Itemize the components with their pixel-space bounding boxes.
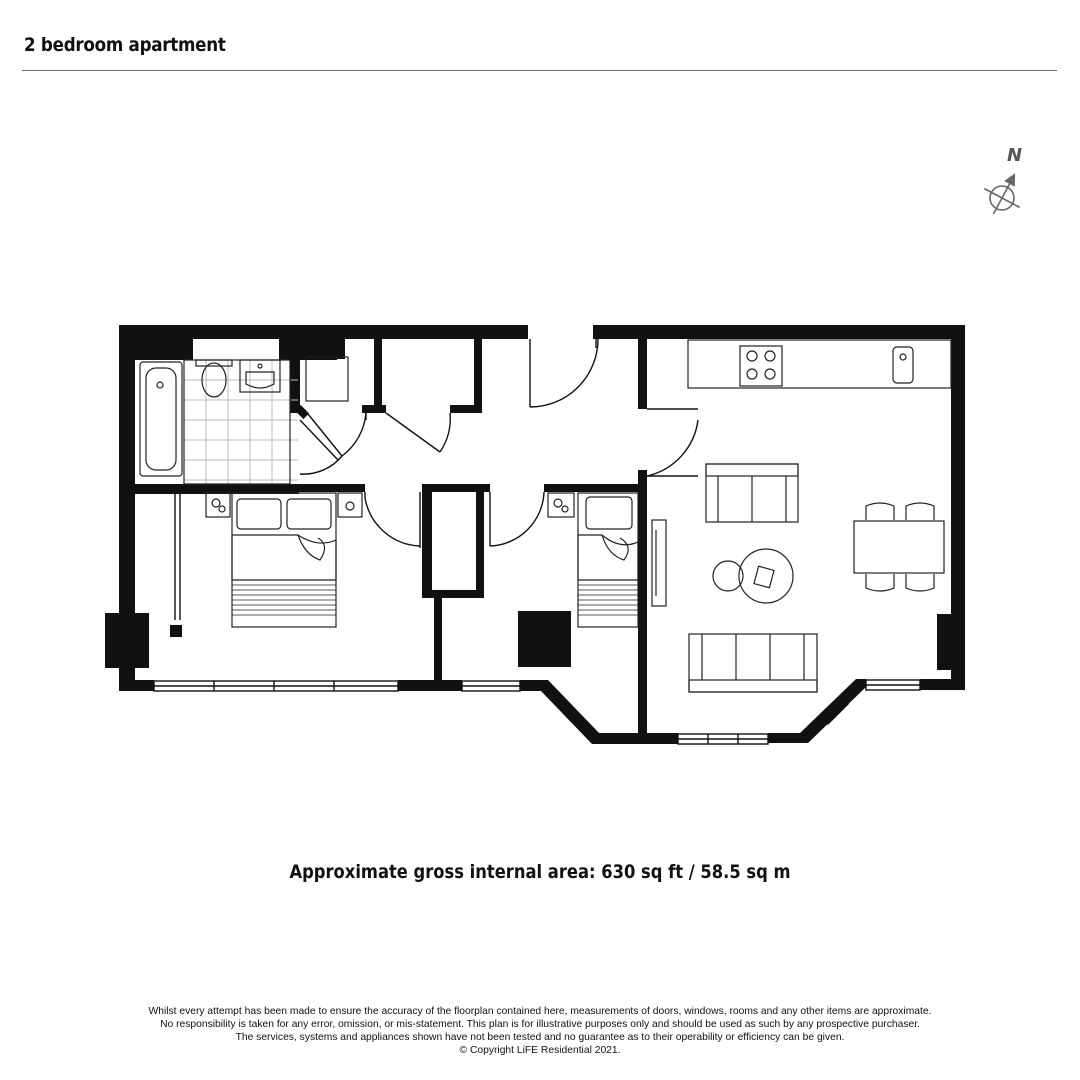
header-divider (22, 70, 1057, 71)
disclaimer: Whilst every attempt has been made to en… (0, 1005, 1080, 1057)
living-furniture (651, 463, 945, 693)
copyright: © Copyright LiFE Residential 2021. (459, 1045, 621, 1056)
windows (153, 679, 921, 745)
compass-icon (983, 173, 1021, 215)
page-title: 2 bedroom apartment (24, 34, 226, 56)
doors (174, 338, 699, 620)
bedroom-2-furniture (547, 492, 639, 628)
disclaimer-line: The services, systems and appliances sho… (235, 1032, 845, 1043)
kitchen (687, 339, 952, 389)
bedroom-1-furniture (205, 492, 363, 628)
gross-internal-area: Approximate gross internal area: 630 sq … (289, 861, 791, 883)
disclaimer-line: Whilst every attempt has been made to en… (148, 1006, 932, 1017)
walls (105, 325, 965, 744)
disclaimer-line: No responsibility is taken for any error… (160, 1019, 920, 1030)
north-label: N (1007, 145, 1023, 166)
bathroom-fixtures (139, 356, 349, 485)
